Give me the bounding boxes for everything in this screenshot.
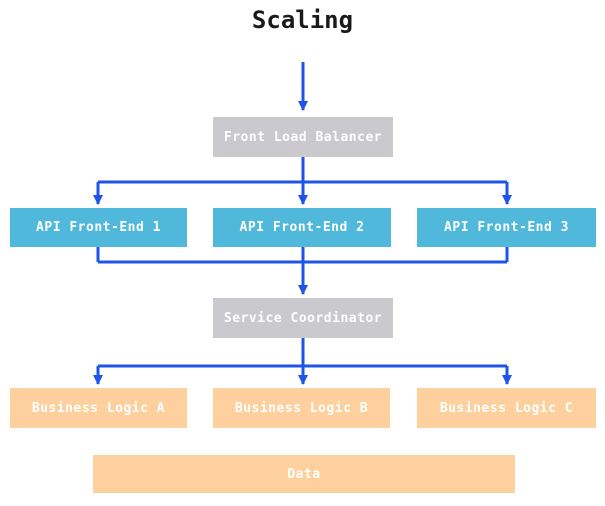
node-front-load-balancer: Front Load Balancer bbox=[213, 117, 393, 157]
node-data: Data bbox=[93, 455, 515, 493]
node-service-coordinator: Service Coordinator bbox=[213, 298, 393, 338]
node-api-front-end-2: API Front-End 2 bbox=[213, 208, 391, 247]
node-business-logic-a: Business Logic A bbox=[10, 388, 187, 428]
node-api-front-end-1: API Front-End 1 bbox=[10, 208, 187, 247]
node-business-logic-c: Business Logic C bbox=[417, 388, 596, 428]
node-api-front-end-3: API Front-End 3 bbox=[417, 208, 596, 247]
diagram-title: Scaling bbox=[251, 6, 354, 34]
node-business-logic-b: Business Logic B bbox=[213, 388, 390, 428]
